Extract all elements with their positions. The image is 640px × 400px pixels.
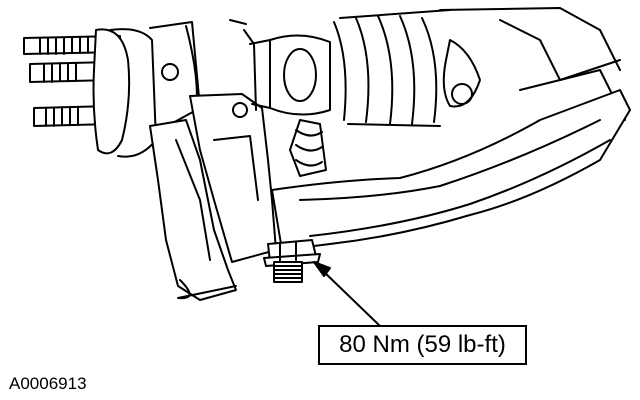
wheel-studs (23, 35, 121, 127)
torque-callout-box: 80 Nm (59 lb-ft) (318, 325, 527, 365)
callout-leader-arrow (313, 261, 381, 327)
ball-joint-nut (263, 239, 321, 283)
coil-spring (249, 9, 451, 177)
knuckle-lip (177, 279, 237, 300)
frame-bracket (439, 7, 626, 121)
lower-control-arm (271, 89, 631, 251)
figure-id-label: A0006913 (9, 374, 87, 393)
wheel-hub (92, 21, 201, 158)
steering-knuckle (149, 19, 277, 301)
